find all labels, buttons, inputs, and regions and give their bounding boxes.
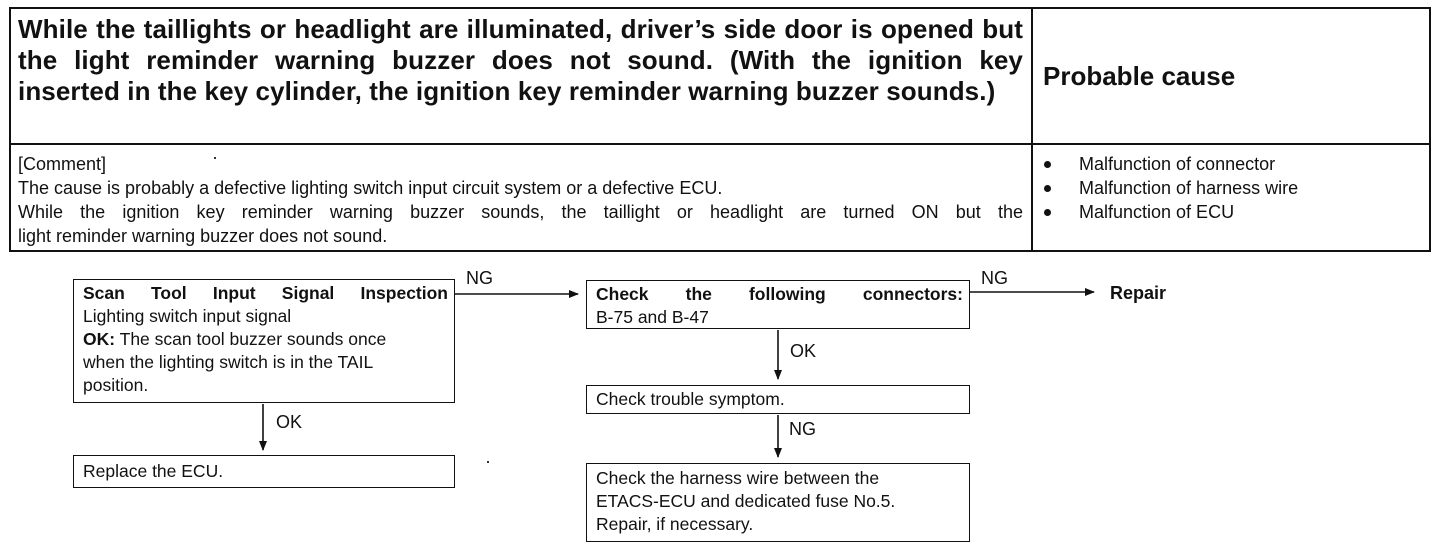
- scan-speck: [214, 157, 216, 159]
- harness-box-line-2: ETACS-ECU and dedicated fuse No.5.: [596, 491, 896, 511]
- scan-box-ok-text-1: The scan tool buzzer sounds once: [119, 329, 387, 349]
- cause-text: Malfunction of connector: [1079, 154, 1276, 174]
- harness-box-line-3: Repair, if necessary.: [596, 514, 754, 534]
- check-harness-wire-box: Check the harness wire between the ETACS…: [586, 463, 970, 542]
- cause-text: Malfunction of ECU: [1079, 202, 1235, 222]
- scan-box-line-1: Lighting switch input signal: [83, 306, 292, 326]
- scan-box-ok-text-3: position.: [83, 375, 149, 395]
- ok-label-1: OK: [276, 412, 303, 432]
- comment-cell: [Comment] The cause is probably a defect…: [11, 145, 1033, 250]
- scan-speck: [487, 461, 489, 463]
- replace-ecu-text: Replace the ECU.: [83, 461, 224, 481]
- bullet-icon: [1044, 184, 1051, 192]
- scan-box-ok-text-2: when the lighting switch is in the TAIL: [83, 352, 374, 372]
- comment-tag: [Comment]: [18, 154, 107, 174]
- causes-cell: Malfunction of connector Malfunction of …: [1033, 145, 1429, 250]
- connectors-box-heading: Check the following connectors:: [596, 284, 963, 304]
- replace-ecu-box: Replace the ECU.: [73, 455, 455, 488]
- comment-line-2: While the ignition key reminder warning …: [18, 202, 1023, 222]
- bullet-icon: [1044, 160, 1051, 168]
- ng-label-1: NG: [466, 268, 493, 288]
- repair-label: Repair: [1110, 283, 1167, 303]
- scan-box-ok-label: OK:: [83, 329, 116, 349]
- connectors-box-line-1: B-75 and B-47: [596, 307, 709, 327]
- cause-item: Malfunction of harness wire: [1041, 176, 1429, 200]
- bullet-icon: [1044, 208, 1051, 216]
- scan-box-heading: Scan Tool Input Signal Inspection: [83, 283, 448, 303]
- probable-cause-header: Probable cause: [1043, 60, 1236, 91]
- symptom-table: While the taillights or headlight are il…: [9, 7, 1431, 252]
- symptom-title: While the taillights or headlight are il…: [18, 14, 1023, 106]
- cause-text: Malfunction of harness wire: [1079, 178, 1299, 198]
- trouble-symptom-text: Check trouble symptom.: [596, 389, 785, 409]
- check-trouble-symptom-box: Check trouble symptom.: [586, 385, 970, 414]
- ng-label-3: NG: [789, 419, 816, 439]
- probable-cause-header-cell: Probable cause: [1033, 9, 1429, 145]
- scan-tool-inspection-box: Scan Tool Input Signal Inspection Lighti…: [73, 279, 455, 403]
- ng-label-2: NG: [981, 268, 1008, 288]
- ok-label-2: OK: [790, 341, 817, 361]
- check-connectors-box: Check the following connectors: B-75 and…: [586, 280, 970, 329]
- harness-box-line-1: Check the harness wire between the: [596, 468, 880, 488]
- cause-item: Malfunction of ECU: [1041, 200, 1429, 224]
- comment-line-1: The cause is probably a defective lighti…: [18, 178, 723, 198]
- comment-line-3: light reminder warning buzzer does not s…: [18, 226, 388, 246]
- symptom-title-cell: While the taillights or headlight are il…: [11, 9, 1033, 145]
- cause-item: Malfunction of connector: [1041, 152, 1429, 176]
